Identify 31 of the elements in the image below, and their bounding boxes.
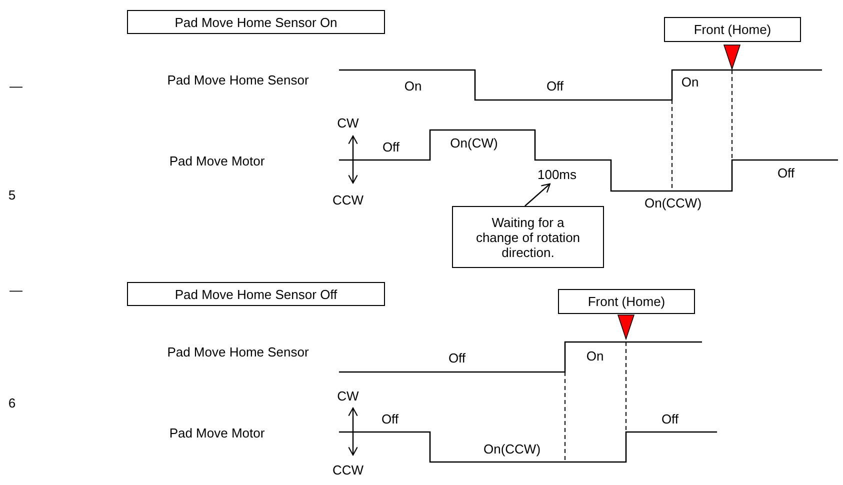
- time-label: 100ms: [532, 166, 582, 183]
- state-label: On: [681, 74, 699, 90]
- state-label: Off: [382, 140, 400, 154]
- state-label: On: [404, 78, 422, 94]
- section-number: 6: [8, 396, 16, 410]
- direction-label: CW: [337, 116, 359, 130]
- dash-mark: —: [10, 282, 22, 298]
- position-label-box: Front (Home): [558, 289, 695, 314]
- section-heading-box: Pad Move Home Sensor On: [127, 10, 385, 34]
- section-number: 5: [8, 188, 16, 202]
- state-label: On(CCW): [483, 442, 541, 456]
- state-label: On(CCW): [644, 196, 702, 210]
- state-label: Off: [661, 412, 679, 426]
- state-label: Off: [448, 350, 466, 366]
- direction-label: CCW: [332, 462, 364, 478]
- state-label: Off: [381, 412, 399, 426]
- state-label: Off: [546, 78, 564, 94]
- signal-name: Pad Move Home Sensor: [167, 72, 309, 88]
- dash-mark: —: [10, 78, 22, 94]
- position-label-box: Front (Home): [664, 17, 801, 42]
- state-label: Off: [777, 166, 795, 180]
- callout-box: Waiting for a change of rotation direction.: [452, 206, 604, 268]
- leader-arrow: [524, 183, 551, 206]
- signal-name: Pad Move Motor: [169, 426, 265, 440]
- direction-label: CCW: [332, 192, 364, 208]
- signal-name: Pad Move Motor: [169, 154, 265, 168]
- state-label: On: [586, 348, 604, 364]
- direction-label: CW: [337, 388, 359, 404]
- state-label: On(CW): [450, 136, 498, 150]
- signal-name: Pad Move Home Sensor: [167, 344, 309, 360]
- section-heading-box: Pad Move Home Sensor Off: [127, 282, 385, 306]
